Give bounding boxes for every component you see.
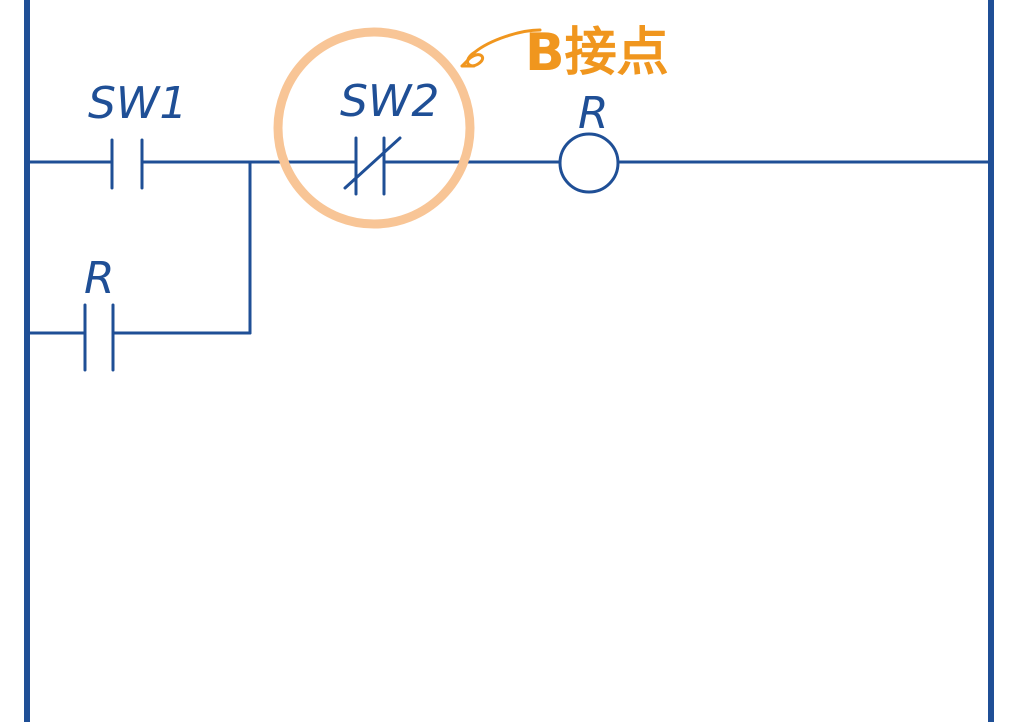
rung-self-hold-branch [28,160,252,335]
sw1-contact [110,138,144,190]
coil-r-label: R [578,88,609,139]
coil-r [558,132,620,194]
r-self-hold-contact-label: R [84,253,115,304]
sw1-label: SW1 [88,78,187,129]
sw2-contact [343,136,402,196]
callout-arrow-head [460,56,476,68]
highlight-ring [273,27,475,229]
callout-b-contact-label: B接点 [525,23,669,83]
r-self-hold-contact [83,303,115,372]
sw2-label: SW2 [340,76,439,127]
